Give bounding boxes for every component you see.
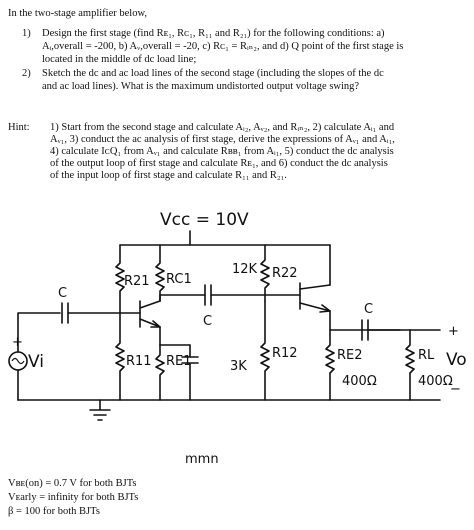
collector1-wire	[159, 294, 206, 302]
footnote-vearly: Vᴇarly = infinity for both BJTs	[8, 492, 139, 503]
r22-value: 12K	[232, 262, 258, 277]
q2-collector	[299, 284, 331, 290]
input-wire-top	[17, 312, 61, 353]
re1-bypass-capacitor	[181, 344, 199, 401]
r21-resistor	[115, 244, 125, 314]
re1-value: 3K	[230, 359, 247, 374]
ground-icon	[89, 399, 111, 421]
c-mid-label: C	[203, 314, 212, 329]
re1-resistor	[155, 344, 165, 401]
rc1-label: RC1	[166, 272, 192, 287]
r12-label: R12	[272, 346, 298, 361]
rl-resistor	[405, 329, 415, 401]
r11-label: R11	[126, 354, 152, 369]
q1-emitter	[139, 318, 161, 328]
footnote-vbe: Vʙᴇ(on) = 0.7 V for both BJTs	[8, 478, 137, 489]
output-minus: −	[450, 382, 461, 397]
rl-label: RL	[418, 348, 435, 363]
circuit-diagram: Vcc = 10V R21 RC1 12K R22 + Vi C C R11 R…	[8, 210, 467, 467]
rc1-resistor	[155, 244, 165, 302]
vcc-label: Vcc = 10V	[160, 210, 249, 230]
r22-resistor	[260, 244, 270, 302]
sine-icon	[11, 357, 25, 365]
output-plus: +	[448, 324, 459, 339]
question-2-line-1: Sketch the dc and ac load lines of the s…	[42, 68, 384, 79]
r12-resistor	[260, 300, 270, 401]
problem-intro: In the two-stage amplifier below,	[8, 8, 147, 19]
re2-label: RE2	[337, 348, 363, 363]
vi-label: Vi	[28, 352, 44, 372]
question-2-line-2: and ac load lines). What is the maximum …	[42, 81, 360, 92]
c-out-label: C	[364, 302, 373, 317]
hint-line-4: of the output loop of first stage and ca…	[50, 158, 388, 169]
hint-line-5: of the input loop of first stage and cal…	[50, 170, 287, 181]
re2-value: 400Ω	[342, 374, 377, 389]
hint-line-1: 1) Start from the second stage and calcu…	[50, 122, 395, 133]
hint-label: Hint:	[8, 122, 30, 133]
r21-label: R21	[124, 274, 150, 289]
rl-value: 400Ω	[418, 374, 453, 389]
scribble: mmn	[185, 452, 219, 467]
question-1-line-3: located in the middle of dc load line;	[42, 54, 197, 65]
q1-collector	[139, 300, 161, 309]
r11-resistor	[115, 312, 125, 401]
c-mid-capacitor	[204, 284, 212, 306]
vo-label: Vo	[446, 350, 467, 370]
hint-line-2: Aᵥ₁, 3) conduct the ac analysis of first…	[50, 134, 395, 145]
c-in-capacitor	[61, 302, 69, 324]
question-1-line-2: Aᵢ,overall = -200, b) Aᵥ,overall = -20, …	[42, 41, 404, 52]
question-1-number: 1)	[22, 28, 31, 39]
hint-text: 1) Start from the second stage and calcu…	[50, 122, 395, 182]
re2-resistor	[325, 329, 335, 401]
hint-line-3: 4) calculate IᴄQ₁ from Aᵥ₁ and calculate…	[50, 146, 394, 157]
c-in-label: C	[58, 286, 67, 301]
r22-label: R22	[272, 266, 298, 281]
footnote-beta: β = 100 for both BJTs	[8, 506, 100, 517]
question-1-line-1: Design the first stage (find Rᴇ₁, Rᴄ₁, R…	[42, 28, 385, 39]
q2-emitter	[299, 302, 331, 312]
question-2-number: 2)	[22, 68, 31, 79]
